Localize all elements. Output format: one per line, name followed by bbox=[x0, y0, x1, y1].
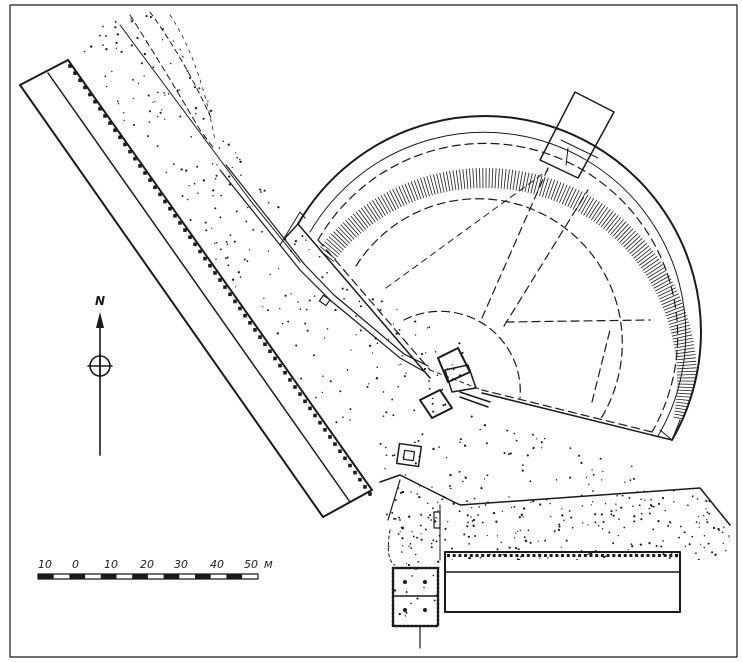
north-arrow: N bbox=[87, 294, 113, 456]
scale-tick-label: 40 bbox=[210, 558, 224, 571]
scale-tick-label: 20 bbox=[140, 558, 154, 571]
stoa-colonnade bbox=[68, 64, 372, 496]
long-stoa bbox=[19, 59, 373, 518]
scale-bar: 10 0 10 20 30 40 50 M bbox=[37, 558, 273, 580]
lower-courtyard-walls bbox=[379, 474, 731, 566]
small-stoa-colonnade bbox=[447, 554, 678, 557]
scale-unit-label: M bbox=[264, 560, 273, 571]
lower-plaza-stipple bbox=[380, 480, 730, 620]
scale-tick-label: 30 bbox=[174, 558, 188, 571]
theatre-cavea bbox=[279, 115, 702, 441]
theatre-top-entrance bbox=[539, 91, 615, 179]
small-stoa bbox=[444, 551, 681, 613]
cavea-divisions bbox=[317, 142, 679, 433]
north-label: N bbox=[95, 294, 105, 308]
altar bbox=[395, 442, 423, 468]
stage-buildings bbox=[419, 347, 491, 419]
map-frame bbox=[9, 4, 738, 658]
scale-tick-label: 50 bbox=[244, 558, 258, 571]
scale-tick-label: 10 bbox=[104, 558, 118, 571]
plaza-stipple bbox=[73, 12, 730, 570]
scale-tick-label: 10 bbox=[38, 558, 52, 571]
propylon bbox=[391, 566, 440, 649]
cavea-hatching bbox=[301, 167, 698, 422]
scale-tick-label: 0 bbox=[72, 558, 79, 571]
parodos-wall bbox=[219, 164, 429, 373]
road-edges bbox=[119, 11, 301, 263]
